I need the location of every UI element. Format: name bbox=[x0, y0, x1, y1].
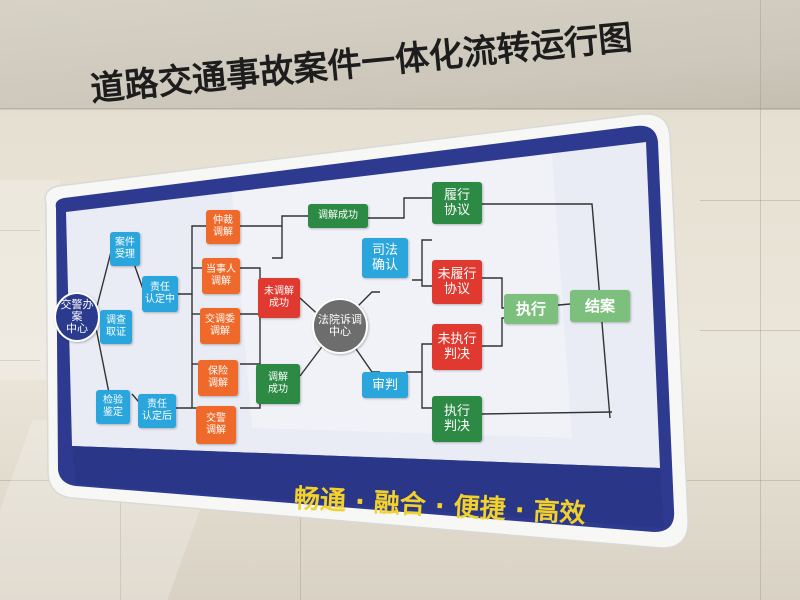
wall-tile-line bbox=[120, 480, 121, 600]
mediator-node: 保险 调解 bbox=[198, 360, 238, 396]
wall-tile-line bbox=[700, 330, 800, 331]
agreement-unfulfilled-node: 未履行 协议 bbox=[432, 260, 482, 304]
agreement-fulfilled-node: 履行 协议 bbox=[432, 182, 482, 224]
close-case-node: 结案 bbox=[570, 290, 630, 322]
ceiling bbox=[0, 0, 800, 110]
intake-node: 检验 鉴定 bbox=[96, 390, 130, 424]
display-board: 交警办案 中心 案件 受理 调查 取证 检验 鉴定 责任 认定中 责任 认定后 … bbox=[32, 108, 692, 553]
judicial-confirm-node: 司法 确认 bbox=[362, 238, 408, 278]
judgment-executed-node: 执行 判决 bbox=[432, 396, 482, 442]
mediator-node: 交调委 调解 bbox=[200, 308, 240, 344]
mediation-success-node: 调解 成功 bbox=[256, 364, 300, 404]
mediation-failed-node: 未调解 成功 bbox=[258, 278, 300, 318]
mediator-node: 当事人 调解 bbox=[202, 258, 240, 294]
judgment-unexecuted-node: 未执行 判决 bbox=[432, 324, 482, 370]
wall-tile-line bbox=[0, 230, 40, 231]
intake-node: 调查 取证 bbox=[100, 310, 132, 344]
wall-tile-line bbox=[0, 360, 40, 361]
wall-tile-line bbox=[0, 108, 800, 109]
mediation-success-label: 调解成功 bbox=[308, 204, 368, 228]
wall-tile-line bbox=[700, 200, 800, 201]
board-slogan-band bbox=[72, 446, 664, 528]
intake-node: 案件 受理 bbox=[110, 232, 140, 266]
liability-node: 责任 认定中 bbox=[142, 276, 178, 312]
start-node: 交警办案 中心 bbox=[54, 292, 100, 342]
wall-tile-line bbox=[760, 0, 761, 600]
trial-node: 审判 bbox=[362, 372, 408, 398]
execute-node: 执行 bbox=[504, 294, 558, 324]
liability-node: 责任 认定后 bbox=[138, 394, 176, 428]
court-center-node: 法院诉调 中心 bbox=[312, 298, 368, 354]
mediator-node: 交警 调解 bbox=[196, 406, 236, 444]
wall-tile-line bbox=[300, 500, 301, 600]
mediator-node: 仲裁 调解 bbox=[206, 210, 240, 244]
